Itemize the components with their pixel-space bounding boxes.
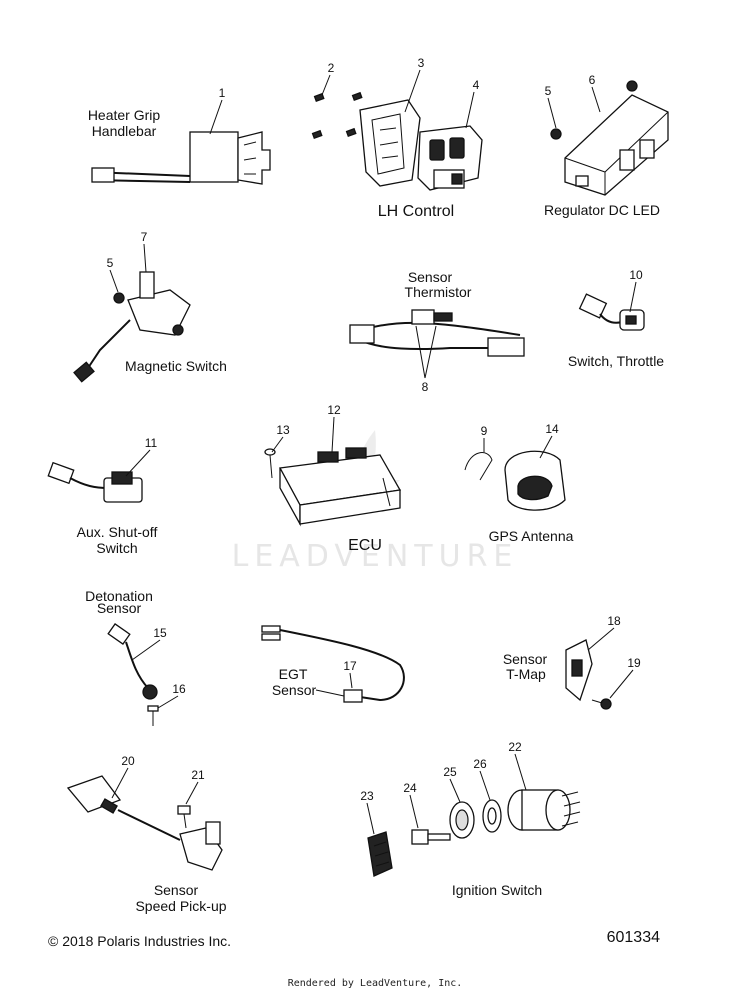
callout-14: 14 [545, 422, 559, 436]
label-thermistor-line1: Sensor [408, 269, 453, 285]
copyright-text: © 2018 Polaris Industries Inc. [48, 933, 231, 949]
part-detonation-sensor[interactable] [107, 623, 158, 700]
label-thermistor-line2: Thermistor [405, 284, 472, 300]
callout-2: 2 [328, 61, 335, 75]
part-ignition-switch-22[interactable] [507, 789, 581, 831]
diagram-number: 601334 [607, 929, 660, 946]
callout-10: 10 [629, 268, 643, 282]
callout-25: 25 [443, 765, 457, 779]
callout-19: 19 [627, 656, 641, 670]
part-tmap-sensor[interactable] [565, 639, 593, 702]
callout-22: 22 [508, 740, 522, 754]
part-gps-antenna[interactable] [504, 450, 566, 511]
part-screw-13[interactable] [264, 448, 276, 479]
label-tmap-line2: T-Map [506, 666, 546, 682]
label-ecu: ECU [348, 537, 382, 554]
callout-1: 1 [219, 86, 226, 100]
callout-6: 6 [589, 73, 596, 87]
label-detonation-line2: Sensor [97, 600, 142, 616]
label-regulator: Regulator DC LED [544, 202, 660, 218]
label-aux-shutoff-line1: Aux. Shut-off [77, 524, 158, 540]
part-sensor-thermistor[interactable] [349, 309, 525, 357]
part-bezel-25[interactable] [449, 801, 475, 839]
label-gps-antenna: GPS Antenna [489, 528, 574, 544]
callout-24: 24 [403, 781, 417, 795]
label-egt-line2: Sensor [272, 682, 317, 698]
label-heater-grip-line1: Heater Grip [88, 107, 161, 123]
part-regulator[interactable] [564, 94, 669, 196]
label-throttle-switch: Switch, Throttle [568, 353, 664, 369]
callout-16: 16 [172, 682, 186, 696]
part-throttle-switch[interactable] [578, 293, 645, 331]
part-bolt-21[interactable] [177, 805, 191, 829]
label-ignition-switch: Ignition Switch [452, 882, 542, 898]
callout-4: 4 [473, 78, 480, 92]
part-heater-grip[interactable] [91, 131, 271, 185]
callout-21: 21 [191, 768, 205, 782]
part-egt-sensor[interactable] [261, 625, 405, 703]
label-aux-shutoff-line2: Switch [96, 540, 137, 556]
callout-11: 11 [145, 436, 158, 450]
part-aux-shutoff-switch[interactable] [47, 461, 143, 503]
callout-18: 18 [607, 614, 621, 628]
callout-12: 12 [327, 403, 341, 417]
part-lh-control-housing[interactable] [359, 99, 421, 187]
callout-13: 13 [276, 423, 290, 437]
callout-7: 7 [141, 230, 148, 244]
render-footer: Rendered by LeadVenture, Inc. [287, 978, 463, 989]
part-key-24[interactable] [411, 829, 451, 845]
part-screws-2[interactable] [311, 91, 363, 140]
part-speed-pickup[interactable] [66, 775, 223, 871]
callout-17: 17 [343, 659, 357, 673]
label-tmap-line1: Sensor [503, 651, 548, 667]
label-detonation-line1: Detonation [85, 588, 153, 604]
label-magnetic-switch: Magnetic Switch [125, 358, 227, 374]
part-bolt-16[interactable] [147, 705, 159, 726]
part-cable-tie-9[interactable] [464, 452, 493, 481]
callout-3: 3 [418, 56, 425, 70]
label-egt-line1: EGT [279, 666, 308, 682]
callout-5b: 5 [107, 256, 114, 270]
callout-20: 20 [121, 754, 135, 768]
part-washer-26[interactable] [482, 799, 502, 833]
part-ignition-connector-23[interactable] [367, 831, 393, 877]
callout-5a: 5 [545, 84, 552, 98]
label-speed-line2: Speed Pick-up [135, 898, 226, 914]
label-lh-control: LH Control [378, 203, 454, 220]
part-ecu[interactable] [278, 447, 402, 527]
callout-26: 26 [473, 757, 487, 771]
callout-15: 15 [153, 626, 167, 640]
label-speed-line1: Sensor [154, 882, 199, 898]
part-nut-5[interactable] [550, 80, 638, 140]
callout-9: 9 [481, 424, 488, 438]
callout-8: 8 [422, 380, 429, 394]
callout-23: 23 [360, 789, 374, 803]
part-lh-control-switch[interactable] [417, 125, 483, 191]
part-screw-19[interactable] [591, 698, 612, 710]
part-magnetic-switch[interactable] [73, 271, 191, 383]
label-heater-grip-line2: Handlebar [92, 123, 157, 139]
watermark-text: LEADVENTURE [232, 539, 519, 574]
